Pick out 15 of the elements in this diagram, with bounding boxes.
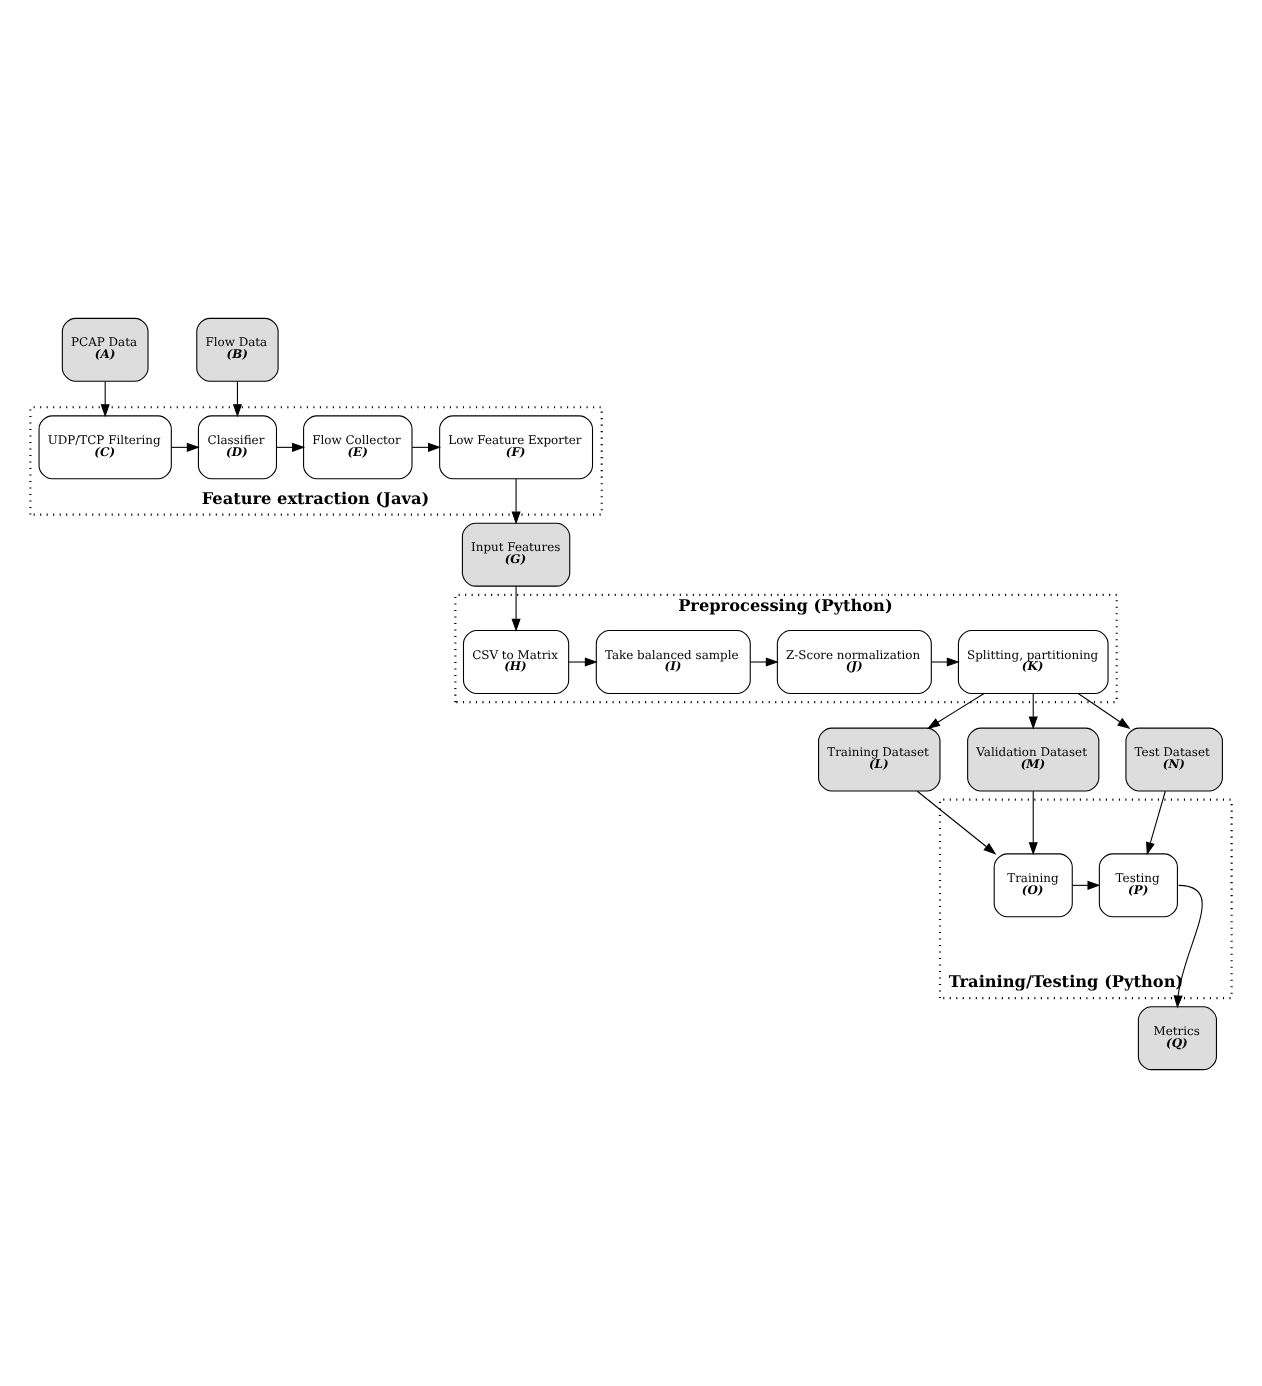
arrow <box>931 656 960 666</box>
arrow <box>568 656 598 666</box>
arrow <box>511 584 521 631</box>
arrow <box>232 380 242 417</box>
arrow <box>170 441 200 451</box>
arrow <box>927 692 985 728</box>
arrow <box>100 380 110 417</box>
arrow <box>1173 883 1203 1008</box>
arrow <box>511 477 521 524</box>
arrow <box>1028 789 1038 855</box>
arrow <box>1077 692 1131 728</box>
arrow <box>916 789 997 854</box>
arrow <box>1028 692 1038 729</box>
arrow <box>1146 789 1166 855</box>
arrow <box>749 656 779 666</box>
